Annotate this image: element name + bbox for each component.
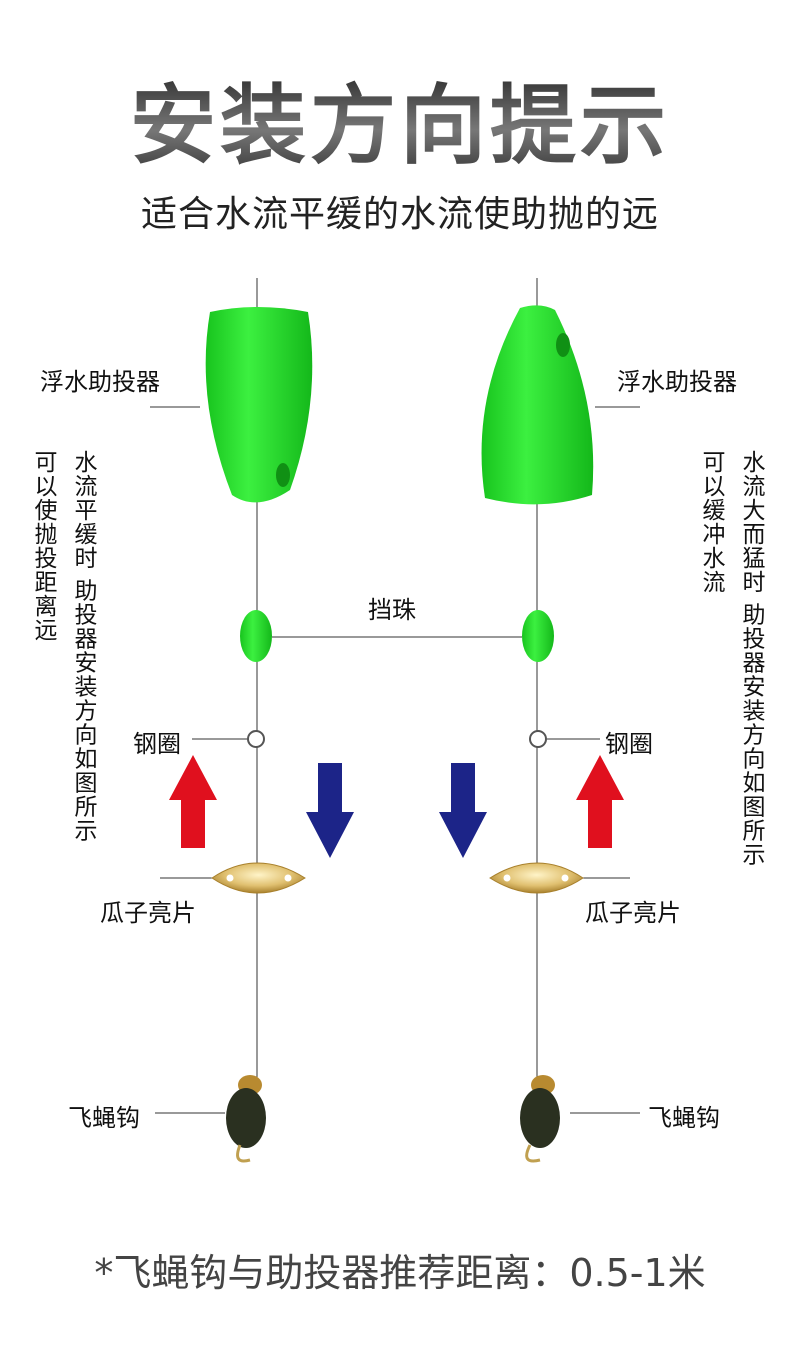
spinner-hole bbox=[561, 874, 569, 882]
stopper-bead-right bbox=[522, 610, 554, 662]
spinner-blade-right bbox=[489, 862, 584, 894]
label-steel-ring-right: 钢圈 bbox=[605, 730, 653, 758]
label-spinner-left: 瓜子亮片 bbox=[100, 899, 196, 927]
float-left-hole bbox=[276, 463, 290, 487]
label-stopper-bead: 挡珠 bbox=[368, 596, 416, 624]
float-left bbox=[205, 307, 313, 503]
spinner-hole bbox=[503, 874, 511, 882]
footer-note: *飞蝇钩与助投器推荐距离：0.5-1米 bbox=[94, 1251, 706, 1295]
page-title: 安装方向提示 bbox=[0, 55, 800, 180]
note-left-condition: 水流平缓时 助投器安装方向如图所示 bbox=[70, 450, 96, 843]
blue-down-arrow-icon bbox=[439, 763, 487, 858]
label-fly-hook-left: 飞蝇钩 bbox=[68, 1104, 140, 1132]
red-up-arrow-icon bbox=[169, 755, 217, 848]
label-float-left: 浮水助投器 bbox=[40, 368, 160, 396]
note-right-benefit: 可以缓冲水流 bbox=[698, 450, 724, 594]
fly-hook-right bbox=[520, 1075, 560, 1163]
note-left-benefit: 可以使抛投距离远 bbox=[30, 450, 56, 642]
steel-ring-right bbox=[529, 730, 547, 748]
label-float-right: 浮水助投器 bbox=[617, 368, 737, 396]
red-up-arrow-icon bbox=[576, 755, 624, 848]
note-right-condition: 水流大而猛时 助投器安装方向如图所示 bbox=[738, 450, 764, 867]
float-right bbox=[481, 305, 594, 505]
label-spinner-right: 瓜子亮片 bbox=[585, 899, 681, 927]
float-right-hole bbox=[556, 333, 570, 357]
label-steel-ring-left: 钢圈 bbox=[133, 730, 181, 758]
spinner-hole bbox=[226, 874, 234, 882]
spinner-blade-left bbox=[211, 862, 306, 894]
steel-ring-left bbox=[247, 730, 265, 748]
stopper-bead-left bbox=[240, 610, 272, 662]
subtitle: 适合水流平缓的水流使助抛的远 bbox=[140, 194, 659, 235]
leader-lines bbox=[150, 406, 640, 1114]
blue-down-arrow-icon bbox=[306, 763, 354, 858]
label-fly-hook-right: 飞蝇钩 bbox=[648, 1104, 720, 1132]
fly-hook-left bbox=[226, 1075, 266, 1163]
spinner-hole bbox=[284, 874, 292, 882]
